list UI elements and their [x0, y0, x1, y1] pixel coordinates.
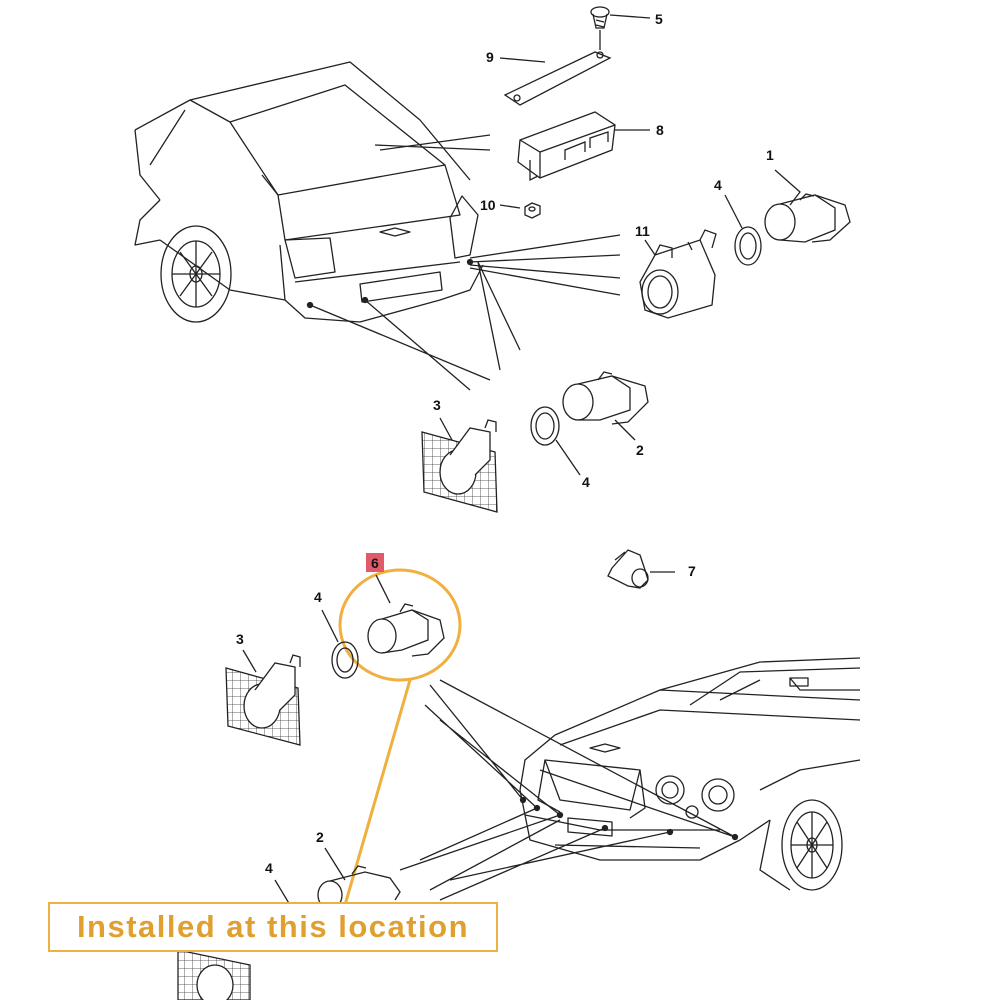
pdc-sensor-part	[764, 169, 851, 243]
control-unit-part	[517, 111, 650, 182]
sensor-ring-part	[724, 194, 762, 266]
sensor-bracket-part	[421, 417, 498, 513]
part-label-7: 7	[688, 563, 696, 579]
nut-part	[499, 202, 541, 219]
part-label-5: 5	[655, 11, 663, 27]
screw-part	[590, 6, 651, 29]
part-label-10: 10	[480, 197, 496, 213]
part-label-2: 2	[636, 442, 644, 458]
part-label-2: 2	[316, 829, 324, 845]
part-label-4: 4	[314, 589, 322, 605]
part-label-4: 4	[582, 474, 590, 490]
part-label-6: 6	[371, 555, 379, 571]
pdc-sensor-part	[562, 371, 649, 441]
part-label-4: 4	[265, 860, 273, 876]
part-label-3: 3	[236, 631, 244, 647]
part-label-4: 4	[714, 177, 722, 193]
sensor-bracket-part	[225, 649, 301, 746]
strap-part	[499, 30, 612, 106]
part-label-3: 3	[433, 397, 441, 413]
clip-part	[607, 549, 675, 589]
highlight-pointer	[343, 679, 412, 906]
sensor-ring-part	[530, 406, 581, 476]
sensor-holder-part	[639, 229, 717, 319]
part-label-9: 9	[486, 49, 494, 65]
part-label-11: 11	[635, 223, 650, 239]
sensor-bracket-part	[177, 949, 251, 1000]
pdc-sensor-part	[367, 574, 445, 657]
rear-car-drawing	[134, 61, 621, 391]
front-car-drawing	[399, 657, 861, 901]
part-6-badge	[366, 553, 384, 572]
part-label-1: 1	[766, 147, 774, 163]
installation-location-caption: Installed at this location	[48, 902, 498, 952]
part-label-8: 8	[656, 122, 664, 138]
sensor-ring-part	[321, 609, 359, 679]
highlight-circle	[338, 568, 462, 682]
